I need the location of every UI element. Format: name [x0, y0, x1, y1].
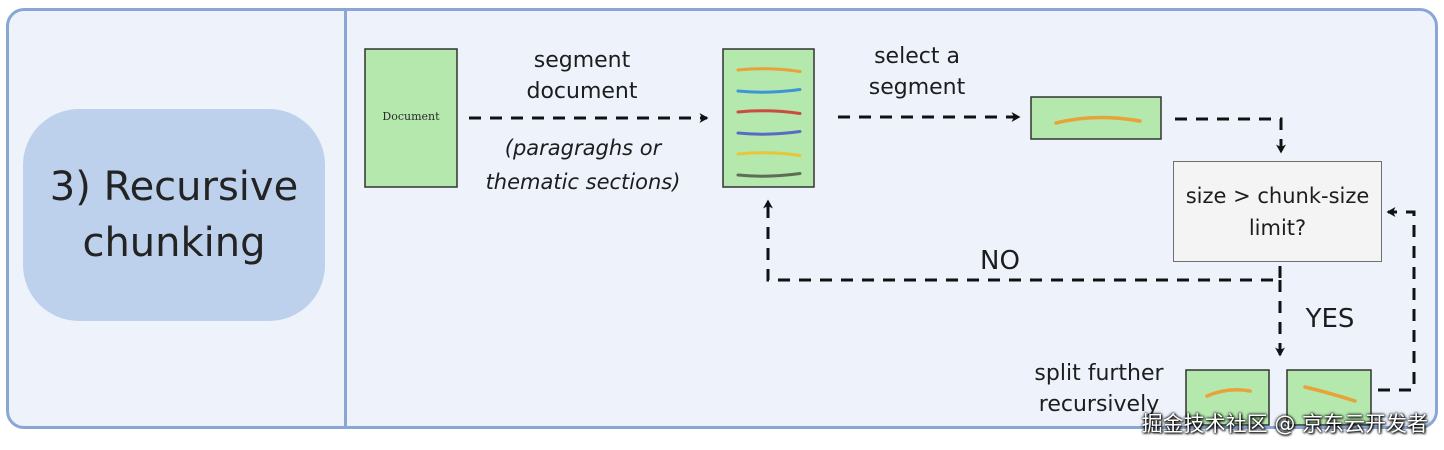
arrow-to-decision	[1175, 117, 1286, 154]
document-label: Document	[382, 110, 440, 123]
segment-document-label: segment document	[526, 48, 638, 104]
segment-line	[736, 151, 802, 157]
diagram-title: 3) Recursive chunking	[49, 164, 299, 266]
segment-line	[736, 130, 802, 136]
segment-line	[736, 172, 802, 178]
split-chunk-line-1	[1205, 388, 1252, 398]
segment-line	[736, 88, 802, 94]
split-chunk-box-2	[1286, 369, 1372, 426]
yes-label: YES	[1305, 304, 1355, 334]
no-label: NO	[980, 246, 1020, 276]
arrow-recurse-back	[1378, 207, 1416, 392]
segment-line	[736, 109, 802, 115]
watermark: 掘金技术社区 @ 京东云开发者	[1141, 412, 1428, 436]
segment-note-label: (paragraghs or thematic sections)	[485, 136, 681, 194]
segment-lines	[736, 67, 802, 178]
document-box	[364, 48, 458, 188]
split-further-label: split further recursively	[1034, 361, 1164, 417]
selected-segment-line	[1054, 115, 1142, 125]
split-chunk-box-1	[1185, 369, 1270, 426]
title-panel: 3) Recursive chunking	[9, 11, 347, 426]
title-pill: 3) Recursive chunking	[23, 109, 325, 321]
size-check-decision: size > chunk-size limit?	[1173, 161, 1382, 262]
select-segment-label: select a segment	[868, 44, 966, 100]
decision-label: size > chunk-size limit?	[1185, 183, 1370, 240]
split-chunk-line-2	[1303, 385, 1357, 403]
arrow-no-loop	[763, 199, 1282, 282]
segment-line	[736, 67, 802, 73]
